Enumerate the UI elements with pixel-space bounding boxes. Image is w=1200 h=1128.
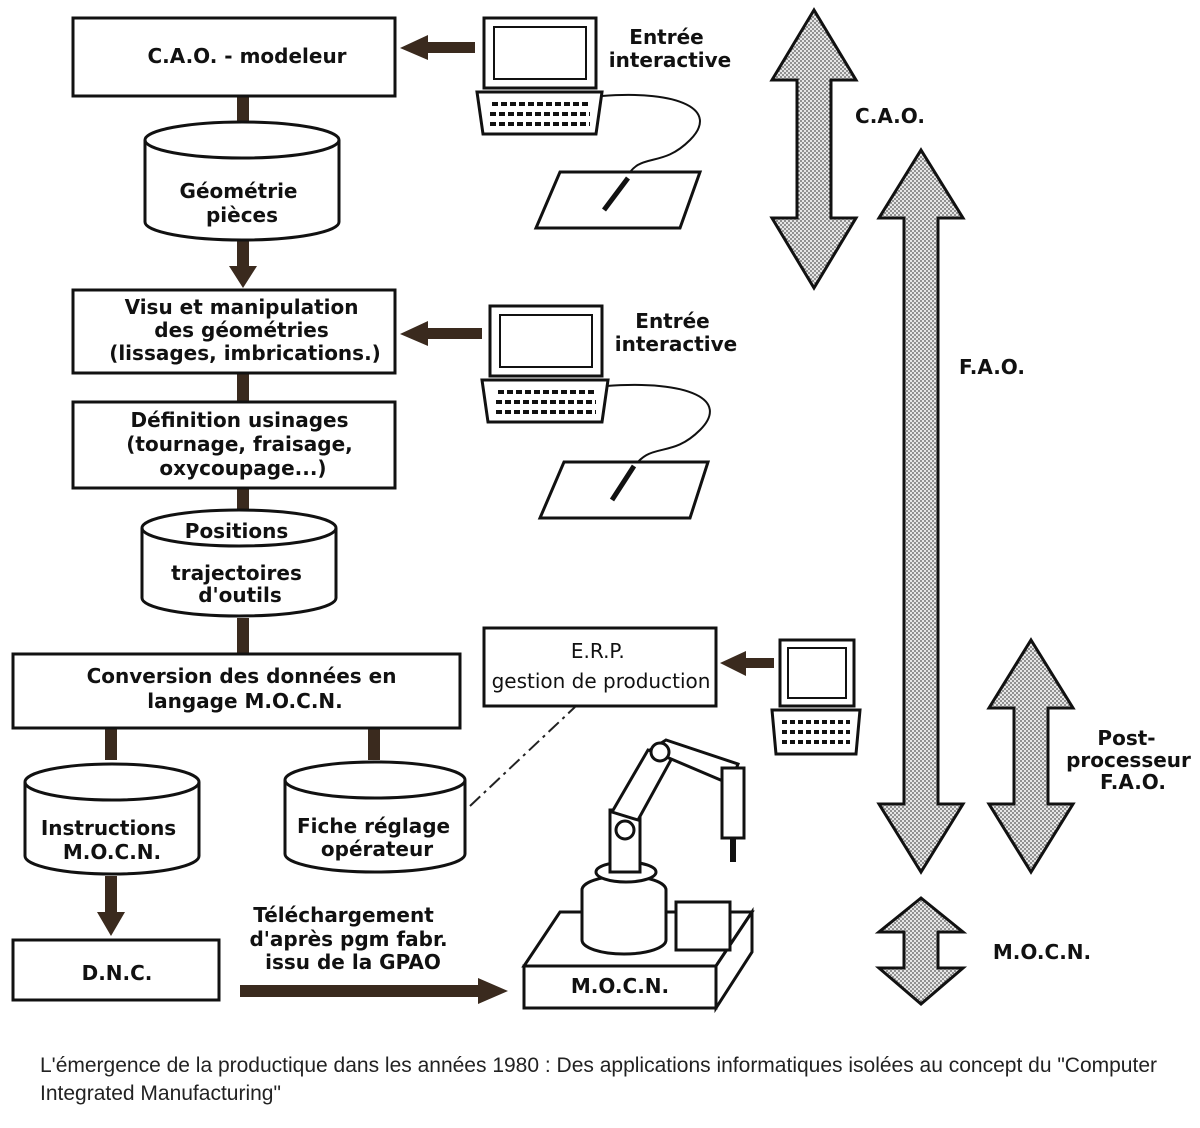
definition-usinages-label: Définition usinages (tournage, fraisage,…: [126, 408, 359, 480]
cao-scope-arrow: [769, 7, 859, 291]
computer-terminal-icon: [480, 304, 711, 471]
visu-label: Visu et manipulation des géométries (lis…: [109, 295, 381, 365]
mocn-machine-label: M.O.C.N.: [571, 974, 669, 998]
conversion-label: Conversion des données en langage M.O.C.…: [87, 664, 404, 713]
post-processeur-scope-arrow: [986, 637, 1076, 875]
dnc-box: [11, 938, 221, 1002]
mocn-scope-label: M.O.C.N.: [993, 940, 1091, 964]
figure-caption: L'émergence de la productique dans les a…: [40, 1054, 1157, 1105]
instructions-database: [23, 762, 201, 876]
telechargement-label: Téléchargement d'après pgm fabr. issu de…: [249, 903, 454, 974]
mocn-machine-robot-icon: [521, 738, 755, 1014]
entree-interactive-label: Entrée interactive: [615, 309, 737, 356]
cao-modeleur-box: [71, 16, 397, 98]
graphics-tablet-icon: [537, 460, 711, 520]
fao-scope-arrow: [876, 147, 966, 875]
cao-scope-label: C.A.O.: [855, 104, 925, 128]
positions-database: [140, 508, 338, 618]
definition-usinages-box: [71, 400, 397, 490]
fao-scope-label: F.A.O.: [959, 355, 1025, 379]
cao-modeleur-label: C.A.O. - modeleur: [147, 44, 346, 68]
geometrie-database: [143, 120, 341, 242]
fiche-reglage-label: Fiche réglage opérateur: [297, 814, 457, 861]
dnc-label: D.N.C.: [82, 961, 153, 985]
mocn-scope-arrow: [874, 896, 968, 1006]
post-processeur-scope-label: Post- processeur F.A.O.: [1066, 726, 1198, 794]
instructions-label: Instructions M.O.C.N.: [41, 816, 183, 864]
input-arrows: [240, 35, 774, 1004]
computer-terminal-icon: [475, 16, 701, 181]
geometrie-label: Géométrie pièces: [180, 179, 305, 227]
flow-arrowheads: [97, 266, 257, 936]
positions-label: Positions trajectoires d'outils: [171, 519, 309, 607]
erp-box: [482, 626, 718, 708]
visu-box: [71, 288, 397, 375]
graphics-tablet-icon: [533, 170, 703, 230]
fiche-reglage-database: [283, 760, 467, 874]
entree-interactive-label: Entrée interactive: [609, 25, 731, 72]
conversion-box: [11, 652, 462, 730]
erp-label: E.R.P. gestion de production: [492, 639, 711, 693]
cim-diagram: C.A.O. - modeleur Géométrie pièces Visu …: [11, 7, 1198, 1014]
erp-link-line: [469, 706, 576, 807]
computer-terminal-icon: [770, 638, 862, 756]
